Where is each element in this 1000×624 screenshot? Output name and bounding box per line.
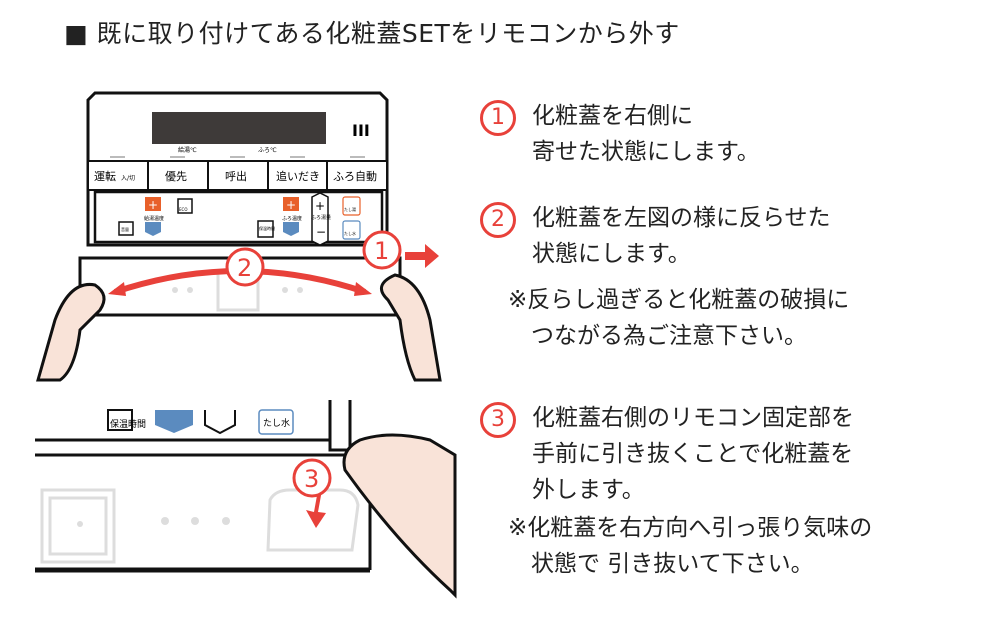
label: ふろ湯量 <box>311 214 331 221</box>
step-number-2: 2 <box>480 202 516 238</box>
step-3-note: ※化粧蓋を右方向へ引っ張り気味の 状態で 引き抜いて下さい。 <box>508 515 873 577</box>
marker-1: 1 <box>374 237 389 265</box>
step-2-text: 化粧蓋を左図の様に反らせた 状態にします。 <box>532 205 831 267</box>
button-priority: 優先 <box>165 170 187 183</box>
label: ECO <box>179 207 187 212</box>
button-power: 運転 <box>94 170 116 183</box>
marker-3: 3 <box>304 465 319 493</box>
step-number-1: 1 <box>480 100 516 136</box>
button-call: 呼出 <box>225 169 247 183</box>
step-2-note: ※反らし過ぎると化粧蓋の破損に つながる為ご注意下さい。 <box>508 287 850 349</box>
svg-text:−: − <box>316 225 326 239</box>
step-3-text: 化粧蓋右側のリモコン固定部を 手前に引き抜くことで化粧蓋を 外します。 <box>532 405 854 503</box>
svg-text:+: + <box>315 199 325 213</box>
svg-text:+: + <box>286 198 296 212</box>
step-3: 3 化粧蓋右側のリモコン固定部を 手前に引き抜くことで化粧蓋を 外します。 <box>480 400 854 508</box>
remote-top-illustration: III 給湯℃ ふろ℃ 運転 入/切 優先 呼出 追いだき ふろ自動 + 給湯温… <box>36 91 442 382</box>
label: 音量 <box>121 226 129 232</box>
step-2: 2 化粧蓋を左図の様に反らせた 状態にします。 <box>480 200 831 272</box>
button-reheat: 追いだき <box>276 169 320 183</box>
display-screen <box>152 112 326 144</box>
label: たし水 <box>263 417 290 429</box>
label: 保温時間 <box>110 418 146 430</box>
button-bath-auto: ふろ自動 <box>333 169 377 183</box>
label: 給湯温度 <box>144 215 164 222</box>
marker-2: 2 <box>237 254 252 282</box>
step-1-text: 化粧蓋を右側に 寄せた状態にします。 <box>532 103 760 165</box>
label-bath-temp-display: ふろ℃ <box>258 147 277 154</box>
step-number-3: 3 <box>480 402 516 438</box>
svg-text:+: + <box>148 198 158 212</box>
step-1: 1 化粧蓋を右側に 寄せた状態にします。 <box>480 98 760 170</box>
label: たし湯 <box>344 206 356 212</box>
label: 保温時間 <box>259 225 275 231</box>
button-power-sub: 入/切 <box>121 175 135 182</box>
remote-detail-illustration: 保温時間 たし水 3 <box>35 400 457 599</box>
page-title: ■ 既に取り付けてある化粧蓋SETをリモコンから外す <box>64 19 680 48</box>
label: ふろ温度 <box>282 215 302 222</box>
svg-text:III: III <box>352 121 370 140</box>
label: たし水 <box>344 230 356 236</box>
label-hot-water-temp-display: 給湯℃ <box>178 146 197 154</box>
